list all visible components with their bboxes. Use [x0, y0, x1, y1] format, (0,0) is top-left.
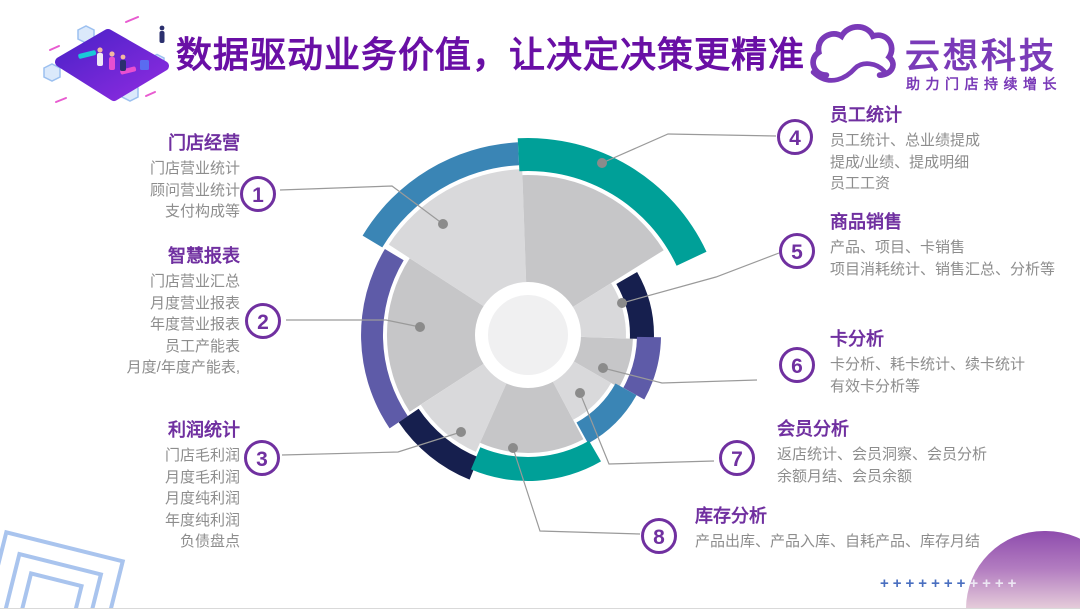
section-smart-reports: 智慧报表门店营业汇总月度营业报表年度营业报表员工产能表月度/年度产能表, — [40, 244, 240, 379]
section-member-analysis: 会员分析返店统计、会员洞察、会员分析余额月结、会员余额 — [777, 417, 1077, 487]
section-item: 月度毛利润 — [164, 468, 240, 486]
section-item: 员工统计、总业绩提成 — [830, 132, 981, 149]
ring-section-2 — [361, 249, 408, 429]
pink-streaks — [49, 16, 156, 103]
section-profit-statistics: 利润统计门店毛利润月度毛利润月度纯利润年度纯利润负债盘点 — [40, 418, 240, 553]
section-title: 利润统计 — [168, 420, 240, 440]
plus-glyph: + — [956, 575, 966, 592]
number-badge-4: 4 — [777, 119, 813, 155]
section-item: 项目消耗统计、销售汇总、分析等 — [830, 260, 1056, 278]
corner-squares-decoration — [0, 529, 126, 608]
leader-line-section-4 — [601, 133, 777, 164]
section-item: 门店毛利润 — [164, 447, 240, 464]
section-item: 支付构成等 — [164, 203, 240, 220]
section-title: 卡分析 — [830, 329, 884, 349]
number-badge-7: 7 — [719, 440, 755, 476]
plus-glyph: + — [943, 575, 953, 592]
section-title: 商品销售 — [830, 212, 902, 232]
cloud-logo-icon — [810, 24, 896, 83]
plus-glyph: + — [1007, 575, 1017, 592]
plus-glyph: + — [994, 575, 1004, 592]
section-item: 提成/业绩、提成明细 — [830, 153, 970, 171]
section-employee-statistics: 员工统计员工统计、总业绩提成提成/业绩、提成明细员工工资 — [830, 103, 1075, 195]
isometric-illustration — [43, 16, 169, 103]
platform-widgets — [78, 25, 165, 75]
section-item: 余额月结、会员余额 — [777, 467, 913, 485]
page-title: 数据驱动业务价值，让决定决策更精准 — [176, 34, 806, 75]
wedge-section-8 — [480, 335, 584, 454]
section-title: 员工统计 — [830, 105, 902, 125]
section-item: 月度营业报表 — [149, 294, 240, 312]
ring-section-8 — [471, 440, 601, 481]
plus-glyph: + — [982, 575, 991, 592]
ring-section-4 — [517, 138, 707, 266]
leader-dot-section-2 — [415, 322, 425, 332]
leader-dot-section-1 — [438, 219, 448, 229]
wedge-section-2 — [386, 258, 528, 412]
section-item: 卡分析、耗卡统计、续卡统计 — [830, 356, 1026, 373]
section-item: 员工工资 — [830, 175, 891, 192]
section-title: 智慧报表 — [168, 246, 240, 266]
logo-company-name: 云想科技 — [905, 37, 1058, 76]
hub-center-circle — [488, 295, 568, 375]
number-badge-1: 1 — [240, 176, 276, 212]
section-item: 产品、项目、卡销售 — [830, 239, 966, 256]
logo-tagline: 助力门店持续增长 — [906, 76, 1062, 92]
section-title: 会员分析 — [777, 419, 849, 439]
number-badge-8: 8 — [641, 518, 677, 554]
plus-glyph: + — [880, 575, 889, 592]
section-item: 门店营业统计 — [149, 160, 240, 177]
ring-section-1 — [362, 142, 520, 248]
plus-glyph: + — [918, 575, 928, 592]
leader-dot-section-5 — [617, 298, 627, 308]
section-title: 门店经营 — [168, 133, 240, 153]
section-store-operations: 门店经营门店营业统计顾问营业统计支付构成等 — [40, 131, 240, 223]
leader-dot-section-7 — [575, 388, 585, 398]
section-item: 年度纯利润 — [164, 511, 240, 529]
wedge-section-1 — [388, 169, 528, 335]
leader-line-section-2 — [286, 319, 421, 328]
number-badge-6: 6 — [779, 347, 815, 383]
plus-glyph: + — [905, 575, 915, 592]
section-item: 负债盘点 — [179, 533, 240, 550]
section-title: 库存分析 — [695, 506, 767, 526]
leader-dot-section-3 — [456, 427, 466, 437]
number-badge-2: 2 — [245, 303, 281, 339]
section-item: 有效卡分析等 — [830, 377, 921, 395]
leader-line-section-5 — [621, 252, 780, 304]
section-item: 顾问营业统计 — [149, 181, 240, 199]
section-item: 年度营业报表 — [149, 316, 240, 333]
ring-section-5 — [616, 272, 654, 340]
leader-line-section-1 — [279, 185, 444, 225]
leader-dot-section-6 — [598, 363, 608, 373]
leader-line-section-6 — [602, 367, 758, 384]
ring-section-7 — [576, 383, 637, 444]
leader-line-section-3 — [281, 431, 462, 456]
section-item: 月度/年度产能表, — [126, 359, 240, 376]
leader-line-section-7 — [579, 392, 715, 465]
section-item: 月度纯利润 — [164, 490, 240, 507]
plus-glyph: + — [931, 575, 940, 592]
number-badge-5: 5 — [779, 233, 815, 269]
number-badge-3: 3 — [244, 440, 280, 476]
ring-section-3 — [398, 408, 479, 480]
ring-section-6 — [623, 336, 661, 400]
section-item: 产品出库、产品入库、自耗产品、库存月结 — [695, 533, 981, 550]
section-item: 员工产能表 — [164, 337, 240, 355]
section-item: 返店统计、会员洞察、会员分析 — [777, 446, 988, 463]
section-card-analysis: 卡分析卡分析、耗卡统计、续卡统计有效卡分析等 — [830, 327, 1080, 397]
plus-row-decoration: +++++++++++ — [880, 576, 1040, 591]
company-logo: 云想科技 助力门店持续增长 — [805, 18, 1075, 102]
plus-glyph: + — [892, 575, 902, 592]
leader-line-section-8 — [512, 447, 641, 535]
section-item: 门店营业汇总 — [149, 273, 240, 290]
leader-dot-section-4 — [597, 158, 607, 168]
section-product-sales: 商品销售产品、项目、卡销售项目消耗统计、销售汇总、分析等 — [830, 210, 1080, 280]
plus-glyph: + — [969, 575, 979, 592]
section-inventory-analysis: 库存分析产品出库、产品入库、自耗产品、库存月结 — [695, 504, 1070, 553]
leader-dot-section-8 — [508, 443, 518, 453]
